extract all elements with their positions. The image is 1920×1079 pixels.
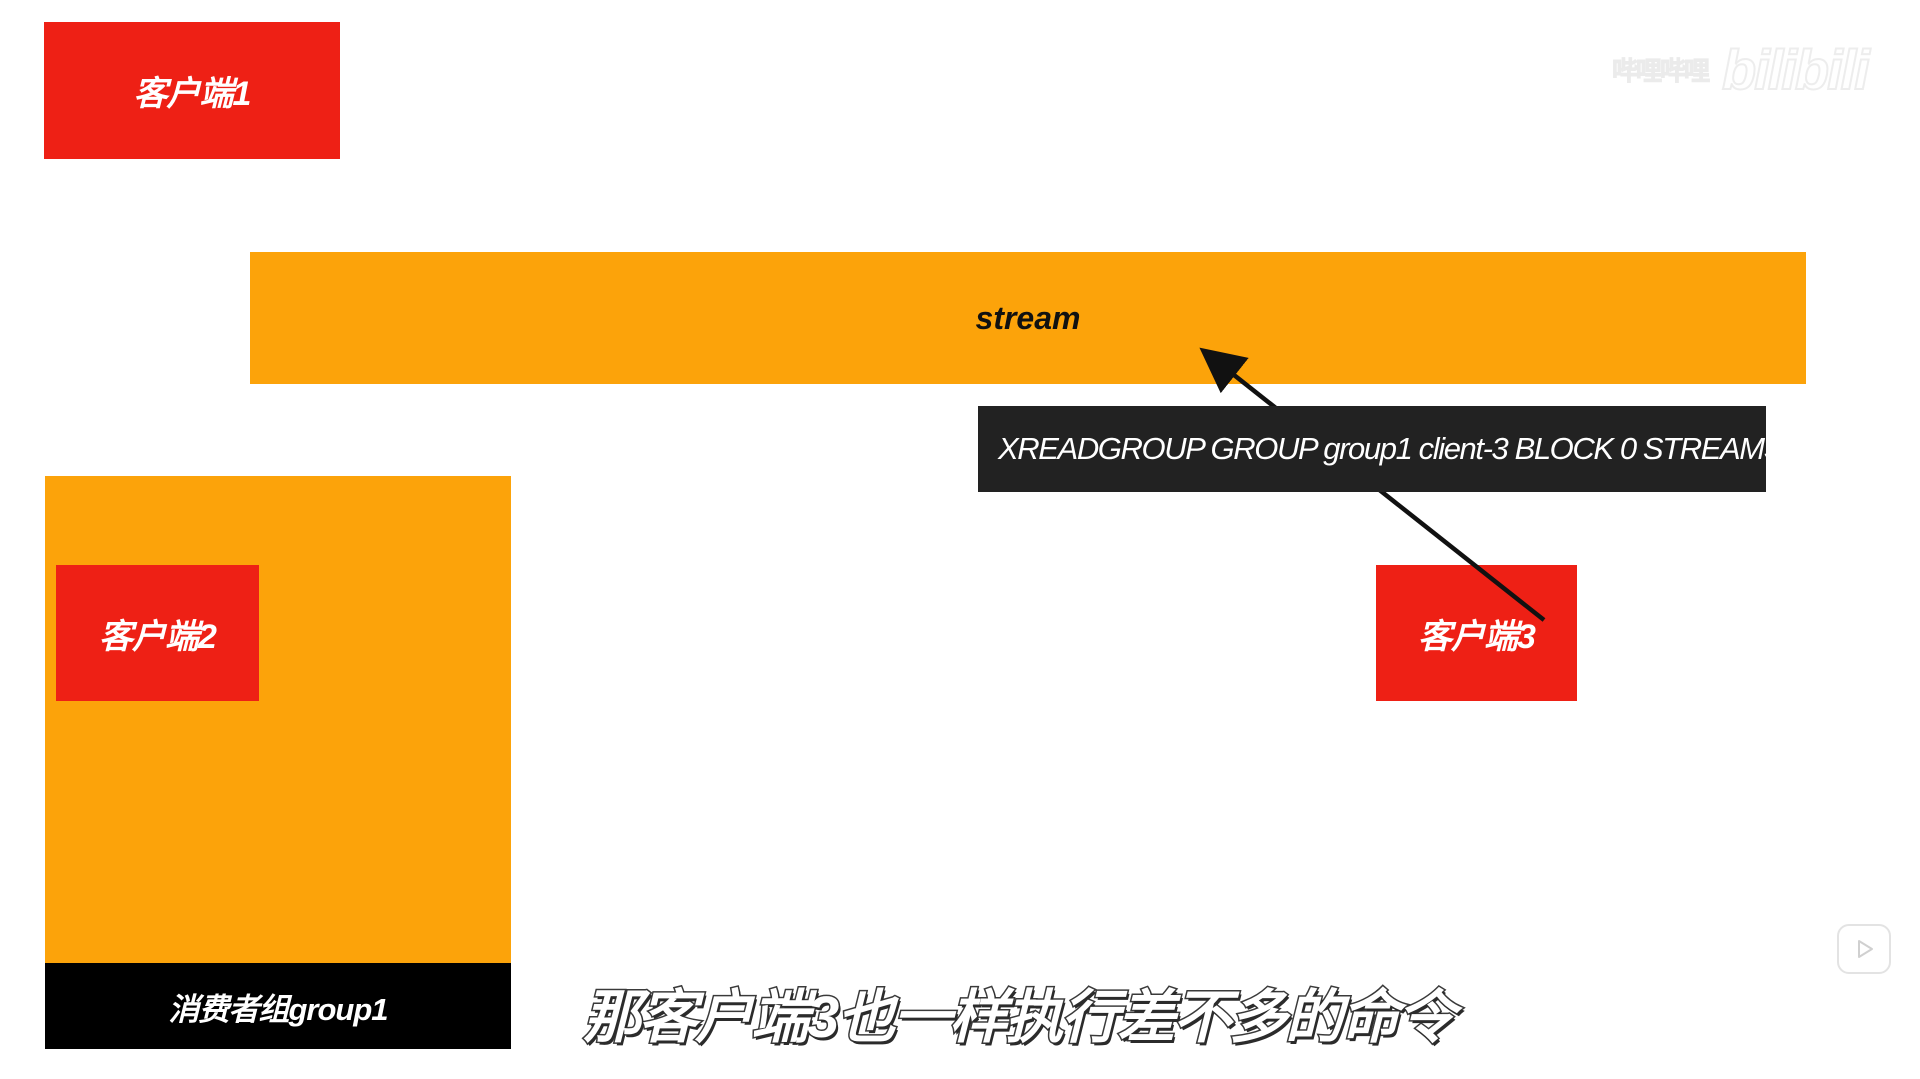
play-triangle-icon — [1858, 940, 1873, 958]
bilibili-watermark: 哔哩哔哩 bilibili — [1611, 34, 1902, 104]
watermark-prefix: 哔哩哔哩 — [1611, 55, 1710, 86]
stream-box: stream — [250, 252, 1806, 384]
consumer-group-label: 消费者组group1 — [168, 991, 388, 1027]
client3-box: 客户端3 — [1376, 565, 1577, 701]
client2-box: 客户端2 — [56, 565, 259, 701]
command-box: XREADGROUP GROUP group1 client-3 BLOCK 0… — [978, 406, 1905, 492]
command-text: XREADGROUP GROUP group1 client-3 BLOCK 0… — [998, 431, 1878, 466]
subtitle: 那客户端3也一样执行差不多的命令 — [581, 984, 1456, 1052]
client2-label: 客户端2 — [99, 617, 217, 656]
client3-label: 客户端3 — [1418, 617, 1536, 656]
client1-box: 客户端1 — [44, 22, 340, 159]
consumer-group-footer: 消费者组group1 — [45, 963, 511, 1049]
command-suffix: > — [1890, 435, 1905, 462]
client1-label: 客户端1 — [133, 75, 252, 113]
bilibili-logo: bilibili — [1721, 37, 1871, 102]
play-icon[interactable] — [1837, 924, 1891, 974]
stream-label: stream — [975, 299, 1081, 336]
